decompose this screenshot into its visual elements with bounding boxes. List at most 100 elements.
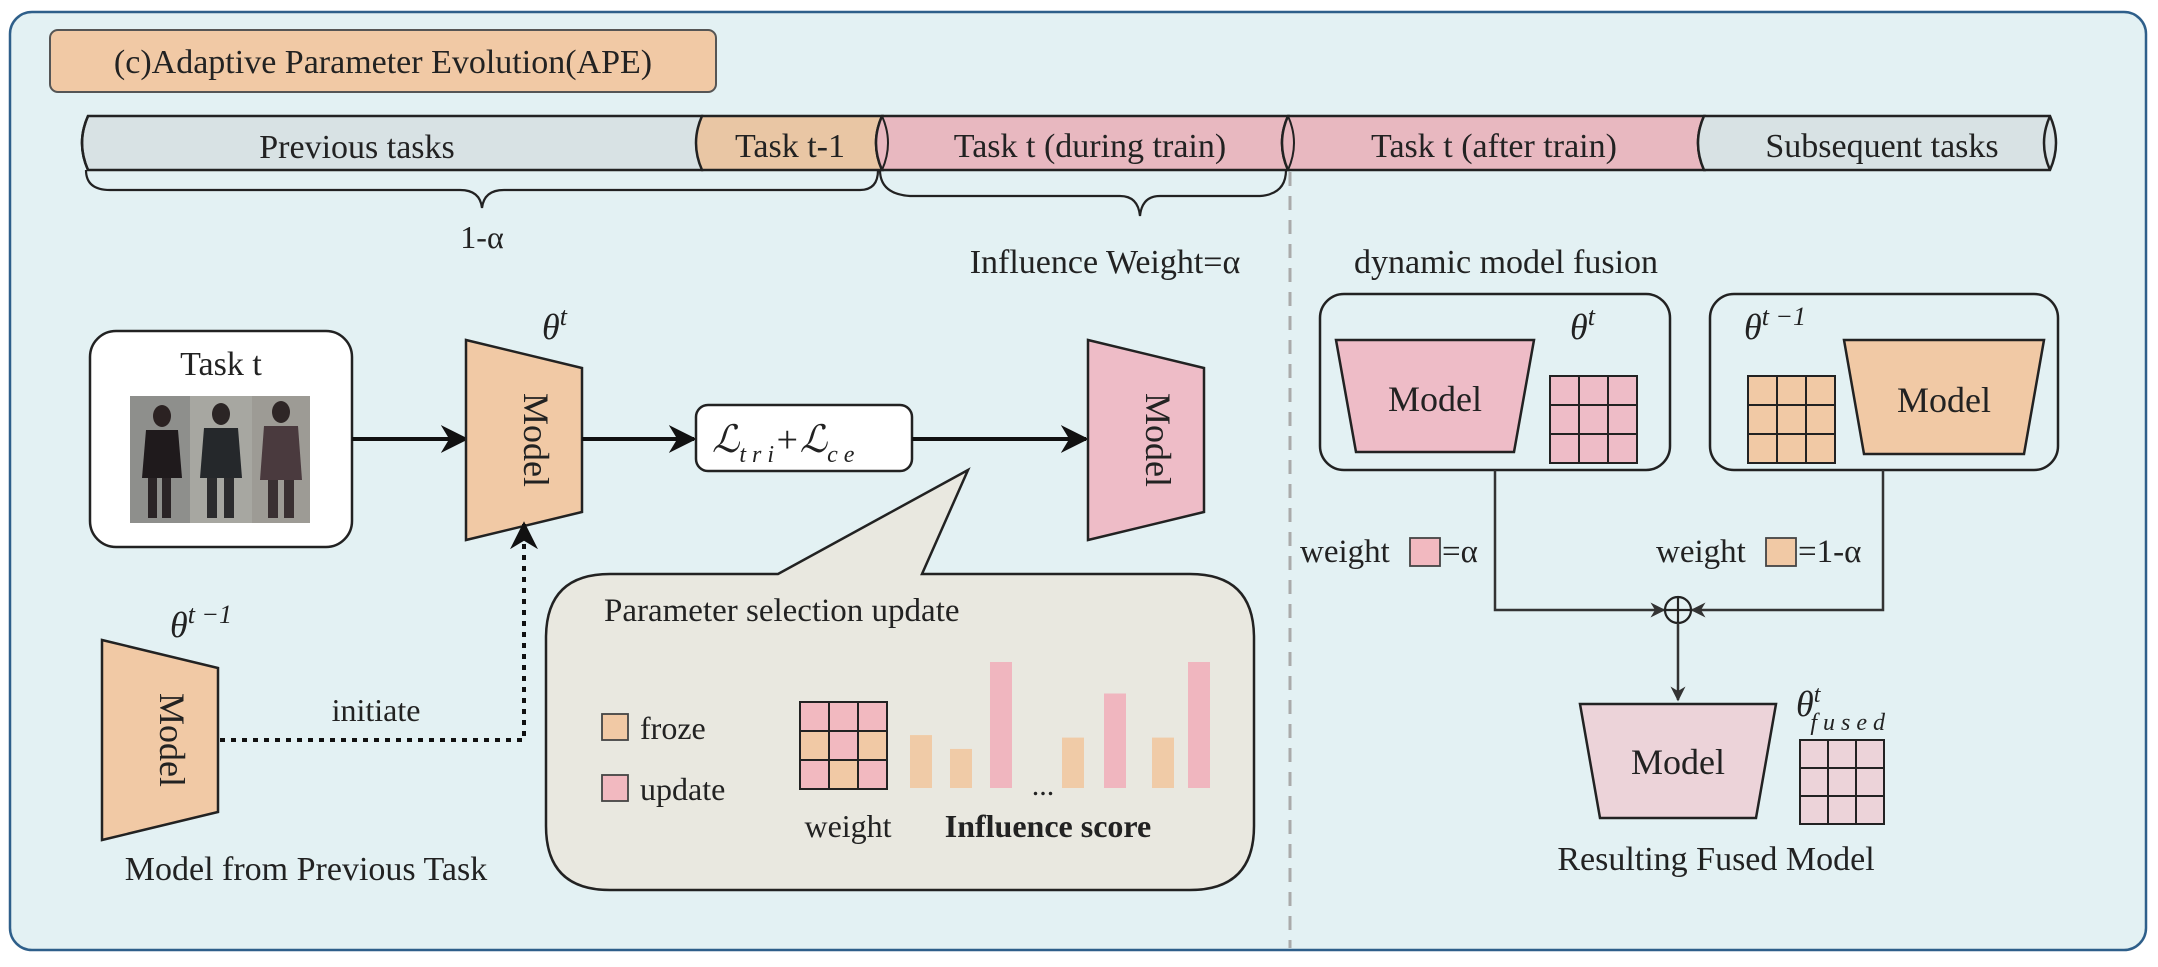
- fusion-grid-current-cell: [1607, 404, 1638, 435]
- fused-model-label: Model: [1631, 742, 1725, 782]
- influence-bar: [950, 748, 972, 788]
- weight-grid-cell: [828, 759, 859, 790]
- fused-grid-cell: [1827, 767, 1857, 797]
- fusion-grid-previous: [1747, 375, 1836, 464]
- bubble-title: Parameter selection update: [604, 593, 960, 629]
- weight-grid-cell: [828, 730, 859, 761]
- fusion-grid-previous-cell: [1805, 404, 1836, 435]
- task-t-label: Task t: [180, 346, 262, 383]
- fusion-grid-previous-cell: [1805, 375, 1836, 406]
- weight-grid: [799, 701, 888, 790]
- weight-grid-cell: [799, 759, 830, 790]
- fusion-grid-current-cell: [1549, 433, 1580, 464]
- fusion-grid-current-cell: [1549, 404, 1580, 435]
- fused-grid-cell: [1855, 795, 1885, 825]
- influence-bar: [1188, 662, 1210, 788]
- fusion-grid-previous-cell: [1747, 375, 1778, 406]
- fused-grid-cell: [1799, 767, 1829, 797]
- fusion-model-previous-label: Model: [1897, 380, 1991, 420]
- title-box: [49, 29, 717, 93]
- fusion-grid-previous-cell: [1747, 433, 1778, 464]
- fused-model: [1578, 702, 1778, 820]
- model-previous-label: Model: [152, 693, 192, 787]
- model-updated: Model: [1086, 338, 1206, 542]
- weight-grid-cell: [799, 730, 830, 761]
- influence-bar: [910, 735, 932, 788]
- weight-one-minus-alpha-word: weight: [1656, 534, 1746, 570]
- timeline: Previous tasks Task t-1 Task t (during t…: [80, 114, 2058, 281]
- fused-grid-cell: [1827, 795, 1857, 825]
- fusion-theta-t: θt: [1570, 302, 1596, 347]
- weight-label: weight: [804, 808, 891, 844]
- fusion-model-current-label: Model: [1388, 379, 1482, 419]
- fusion-grid-previous-cell: [1747, 404, 1778, 435]
- result-caption: Resulting Fused Model: [1557, 841, 1874, 878]
- theta-t-minus-1-symbol: θt −1: [170, 600, 232, 645]
- legend-update-label: update: [640, 771, 725, 807]
- task-t-box: Task t: [88, 329, 354, 549]
- weight-alpha-eq: =α: [1442, 534, 1478, 570]
- timeline-label-during-train: Task t (during train): [954, 128, 1226, 165]
- legend-froze-label: froze: [640, 710, 706, 746]
- fused-grid-cell: [1855, 767, 1885, 797]
- fusion-grid-current-cell: [1578, 404, 1609, 435]
- fused-grid-cell: [1855, 739, 1885, 769]
- influence-bar: [1152, 737, 1174, 788]
- fusion-model-current: [1334, 338, 1536, 454]
- fusion-grid-current-cell: [1607, 375, 1638, 406]
- weight-alpha-swatch: [1409, 537, 1441, 567]
- model-theta-t-label: Model: [516, 393, 556, 487]
- loss-box: ℒt r i+ℒc e: [694, 403, 914, 473]
- fusion-model-previous: [1842, 338, 2046, 456]
- fusion-grid-previous-cell: [1805, 433, 1836, 464]
- model-previous: Model: [100, 638, 220, 842]
- parameter-bubble: Parameter selection update froze update …: [544, 467, 1256, 892]
- weight-alpha-word: weight: [1300, 534, 1390, 570]
- fusion-theta-t-minus-1: θt −1: [1744, 302, 1806, 347]
- model-updated-label: Model: [1138, 393, 1178, 487]
- fused-grid-cell: [1827, 739, 1857, 769]
- fusion-arrow-left: [1493, 470, 1666, 618]
- brace-right-label: Influence Weight=α: [970, 244, 1241, 281]
- fusion-grid-current-cell: [1607, 433, 1638, 464]
- fusion-sum-node: [1663, 595, 1693, 625]
- weight-grid-cell: [857, 759, 888, 790]
- brace-left-label: 1-α: [460, 219, 504, 255]
- fused-grid-cell: [1799, 795, 1829, 825]
- timeline-label-task-t-minus-1: Task t-1: [735, 128, 845, 165]
- influence-bar: [990, 662, 1012, 788]
- loss-formula: ℒt r i+ℒc e: [712, 419, 855, 468]
- fused-grid: [1799, 739, 1885, 825]
- bars-ellipsis: ...: [1032, 769, 1055, 802]
- fused-grid-cell: [1799, 739, 1829, 769]
- influence-bar: [1062, 737, 1084, 788]
- weight-grid-cell: [828, 701, 859, 732]
- weight-grid-cell: [799, 701, 830, 732]
- model-theta-t: Model: [464, 338, 584, 542]
- legend-update-swatch: [601, 774, 629, 802]
- initiate-label: initiate: [332, 692, 421, 728]
- influence-bar: [1104, 693, 1126, 788]
- fusion-title: dynamic model fusion: [1354, 244, 1658, 281]
- timeline-label-after-train: Task t (after train): [1371, 128, 1617, 165]
- brace-left: [84, 169, 880, 209]
- fusion-grid-current-cell: [1549, 375, 1580, 406]
- fusion-grid-previous-cell: [1776, 404, 1807, 435]
- weight-grid-cell: [857, 730, 888, 761]
- fusion-grid-previous-cell: [1776, 433, 1807, 464]
- weight-one-minus-alpha-eq: =1-α: [1798, 534, 1861, 570]
- timeline-label-subsequent: Subsequent tasks: [1765, 128, 1998, 165]
- timeline-label-previous: Previous tasks: [259, 129, 455, 166]
- weight-one-minus-alpha-swatch: [1765, 537, 1797, 567]
- page-title: (c)Adaptive Parameter Evolution(APE): [114, 44, 652, 81]
- fusion-arrow-right: [1690, 470, 1885, 618]
- brace-right: [878, 169, 1288, 217]
- previous-model-caption: Model from Previous Task: [125, 851, 487, 888]
- fusion-grid-current-cell: [1578, 375, 1609, 406]
- legend-froze-swatch: [601, 713, 629, 741]
- theta-t-symbol: θt: [542, 302, 568, 347]
- initiate-arrow: [220, 521, 538, 742]
- influence-score-label: Influence score: [945, 808, 1151, 844]
